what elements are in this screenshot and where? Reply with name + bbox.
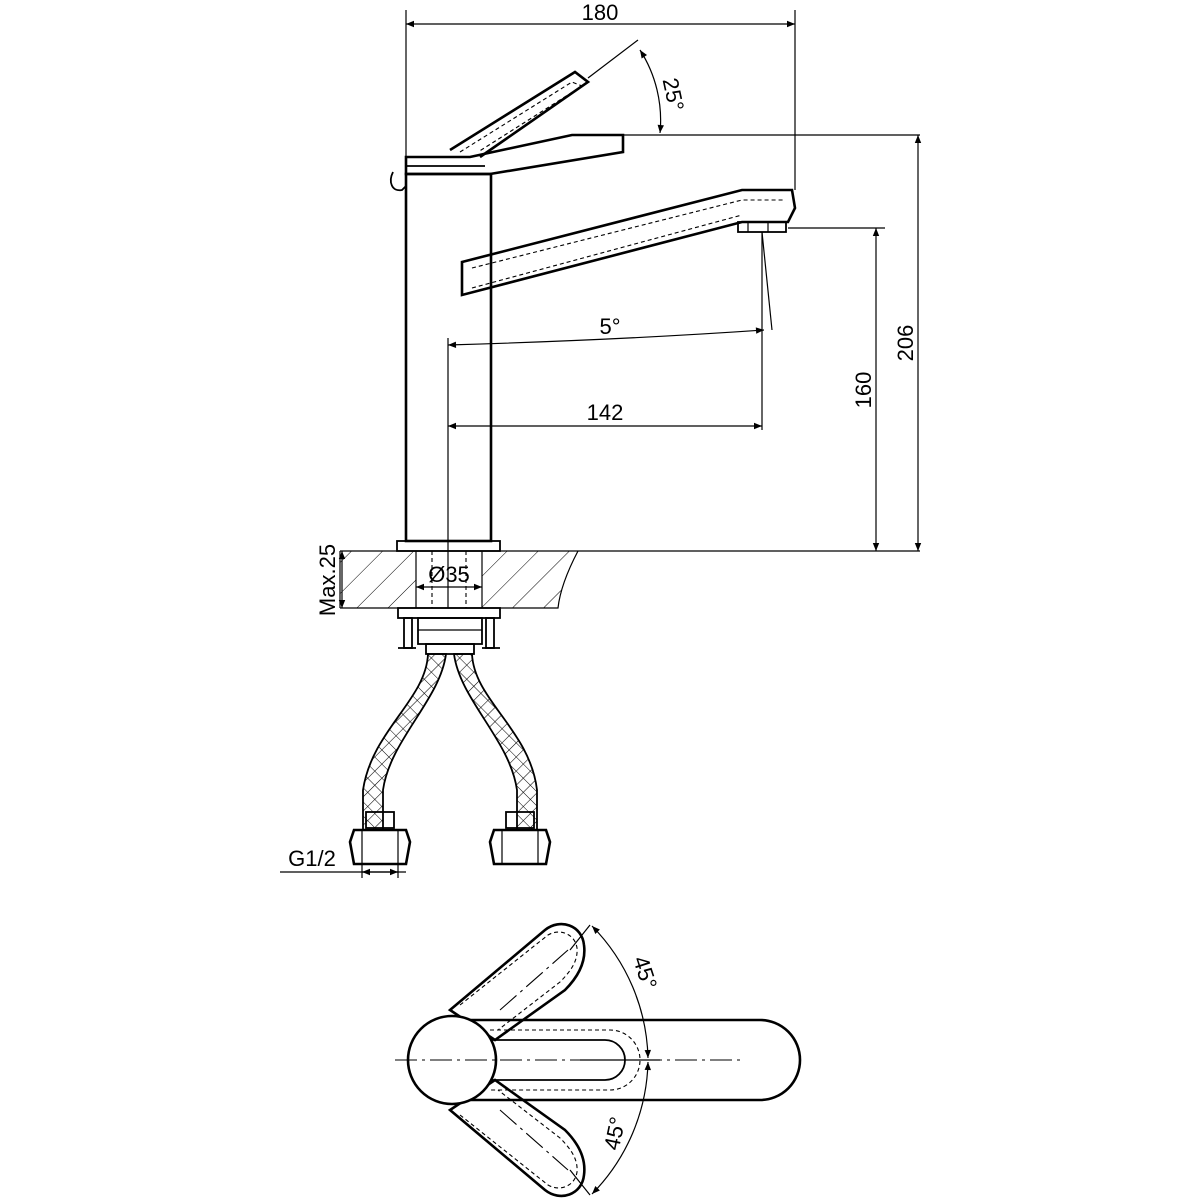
max-thickness-label: Max.25	[315, 544, 340, 616]
spout-angle-label: 5°	[599, 314, 620, 339]
spout	[460, 188, 797, 297]
swivel-lower-label: 45°	[599, 1115, 630, 1153]
connection-label: G1/2	[288, 846, 336, 871]
handle-angle-label: 25°	[658, 76, 689, 114]
width-180-label: 180	[582, 0, 619, 25]
dimension-hole-diameter: Ø35	[416, 562, 482, 591]
dimension-width-180: 180	[405, 0, 796, 190]
countertop-section	[339, 550, 920, 609]
dimension-connection: G1/2	[280, 846, 406, 878]
dimension-max-thickness: Max.25	[315, 544, 346, 616]
reach-142-label: 142	[587, 400, 624, 425]
dimension-handle-angle: 25°	[587, 39, 920, 136]
lever-handle	[389, 70, 625, 192]
spout-position-upper	[447, 922, 586, 1042]
swivel-upper-label: 45°	[628, 953, 662, 992]
dimension-swivel-lower: 45°	[569, 1061, 651, 1196]
dimension-height-206: 206	[893, 135, 922, 551]
dimension-height-160: 160	[788, 227, 885, 551]
height-206-label: 206	[893, 325, 918, 362]
hole-diameter-label: Ø35	[428, 562, 470, 587]
mounting-fittings	[397, 607, 501, 655]
top-view: 45° 45°	[395, 922, 802, 1198]
braided-hoses	[348, 653, 552, 866]
dimension-reach-142: 142	[448, 400, 762, 430]
dimension-spout-angle: 5°	[447, 231, 773, 608]
spout-position-lower	[447, 1078, 586, 1198]
height-160-label: 160	[851, 372, 876, 409]
side-view: 180 25° 206 160 5°	[280, 0, 922, 878]
